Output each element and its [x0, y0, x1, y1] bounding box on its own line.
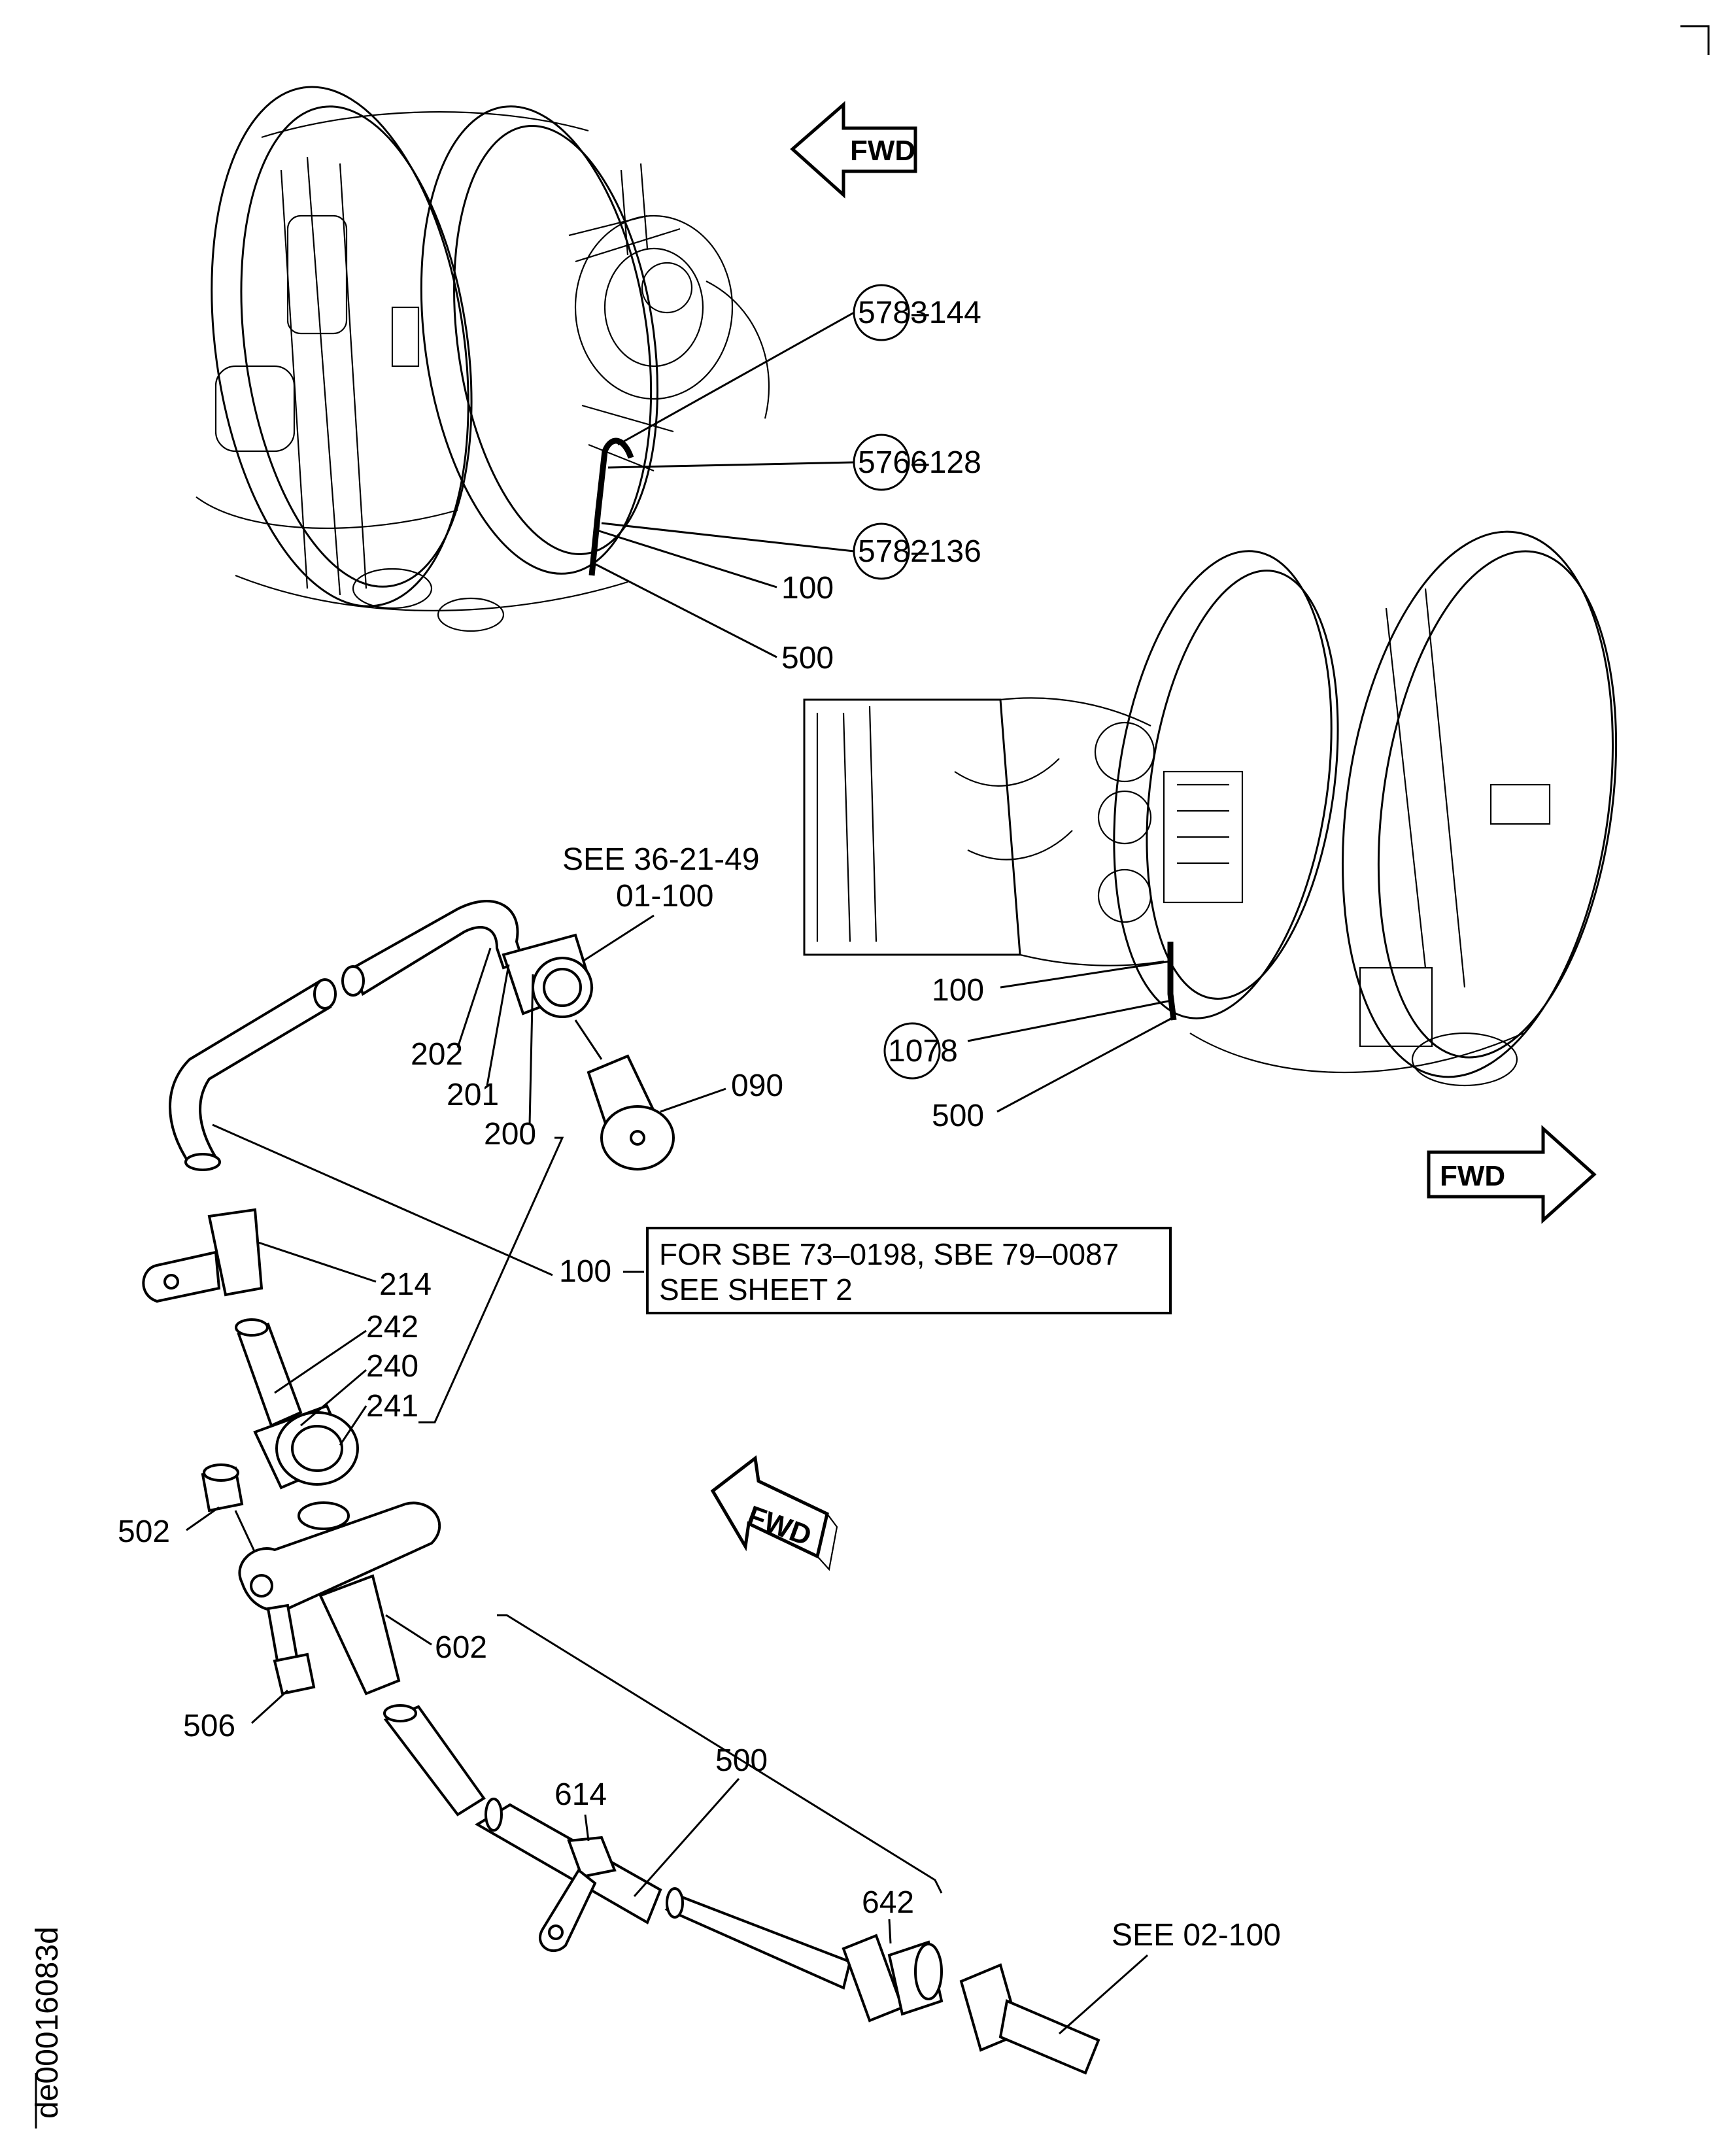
svg-text:614: 614	[554, 1777, 607, 1812]
svg-text:201: 201	[447, 1078, 499, 1112]
callout-5783-144: 5783 –144	[617, 284, 981, 446]
flange-602: 602	[238, 1501, 487, 1696]
label-500-right: 500	[932, 1016, 1175, 1133]
svg-text:5766: 5766	[858, 445, 928, 480]
svg-text:5783: 5783	[858, 296, 928, 330]
engine-view-right	[803, 530, 1618, 1087]
svg-text:–128: –128	[911, 445, 981, 480]
reference-see-36-21-49: SEE 36-21-49 01-100	[562, 842, 760, 976]
label-100-top: 100	[594, 528, 834, 606]
svg-text:502: 502	[118, 1514, 170, 1549]
fwd-arrow-right: FWD	[1427, 1125, 1597, 1224]
labels-202-201-200: 202 201 200	[411, 948, 536, 1152]
plug-090: 090	[574, 1019, 783, 1171]
svg-text:FWD: FWD	[1440, 1160, 1505, 1192]
svg-text:242: 242	[366, 1310, 418, 1344]
drain-line-highlight-top	[588, 437, 634, 576]
svg-text:506: 506	[183, 1709, 235, 1743]
svg-text:5782: 5782	[858, 534, 928, 569]
svg-text:–144: –144	[911, 296, 981, 330]
svg-text:602: 602	[435, 1630, 487, 1665]
tube-500	[383, 1704, 944, 2023]
bracket-200-241	[418, 1137, 564, 1424]
note-box: FOR SBE 73–0198, SBE 79–0087 SEE SHEET 2	[646, 1227, 1172, 1314]
svg-text:500: 500	[781, 641, 834, 675]
engine-view-top	[196, 86, 770, 632]
svg-text:200: 200	[484, 1117, 536, 1152]
svg-text:FOR SBE 73–0198, SBE 79–0087: FOR SBE 73–0198, SBE 79–0087	[659, 1237, 1119, 1271]
label-100-parts: 100	[212, 1123, 644, 1289]
svg-text:100: 100	[781, 571, 834, 606]
svg-text:1078: 1078	[888, 1034, 958, 1068]
label-100-right: 100	[932, 960, 1171, 1008]
svg-text:642: 642	[862, 1885, 914, 1920]
svg-text:de00016083d: de00016083d	[30, 1926, 65, 2119]
label-642: 642	[862, 1885, 914, 1944]
svg-text:241: 241	[366, 1389, 418, 1424]
svg-text:090: 090	[731, 1068, 783, 1103]
svg-text:SEE 36-21-49: SEE 36-21-49	[562, 842, 760, 877]
clamp-614: 614	[538, 1777, 617, 1953]
fwd-arrow-mid: FWD	[710, 1455, 838, 1571]
callout-5782-136: 5782 –136	[601, 522, 981, 580]
svg-text:500: 500	[932, 1099, 984, 1133]
nut-502: 502	[118, 1463, 260, 1560]
label-500-parts: 500	[497, 1614, 943, 1897]
callout-1078: 1078	[883, 999, 1172, 1080]
figure-id: de00016083d	[30, 1926, 65, 2128]
fwd-arrow-top: FWD	[790, 101, 917, 199]
svg-text:240: 240	[366, 1349, 418, 1384]
svg-text:100: 100	[559, 1254, 611, 1289]
svg-text:SEE SHEET 2: SEE SHEET 2	[659, 1273, 853, 1307]
connector-see-02-100: SEE 02-100	[959, 1918, 1281, 2075]
bolt-506: 506	[183, 1603, 316, 1743]
svg-text:SEE 02-100: SEE 02-100	[1112, 1918, 1281, 1953]
tube-100	[169, 900, 525, 1171]
svg-text:–136: –136	[911, 534, 981, 569]
svg-text:202: 202	[411, 1037, 463, 1072]
clamp-214: 214	[142, 1208, 432, 1303]
svg-text:100: 100	[932, 973, 984, 1008]
svg-text:214: 214	[379, 1267, 432, 1302]
label-500-top: 500	[591, 561, 834, 675]
svg-text:FWD: FWD	[850, 135, 915, 167]
corner-mark	[1680, 25, 1710, 55]
callout-5766-128: 5766 –128	[607, 434, 981, 491]
drain-line-highlight-right	[1167, 942, 1177, 1021]
tube-240: 242 240 241	[235, 1310, 418, 1490]
svg-text:01-100: 01-100	[616, 879, 713, 914]
fitting-200	[502, 933, 594, 1018]
